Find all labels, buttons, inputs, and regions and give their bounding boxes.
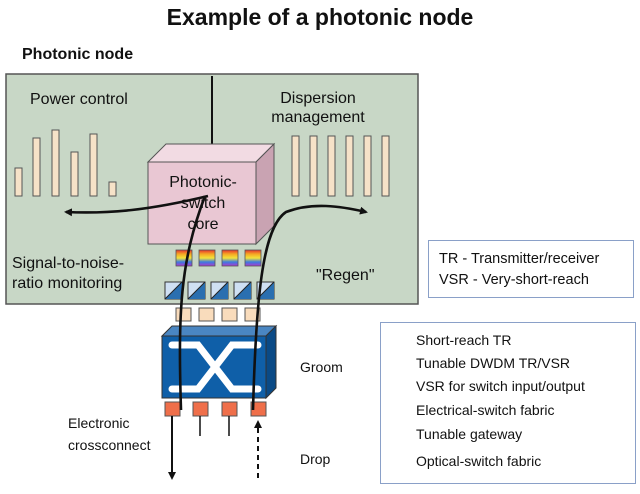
power-control-label: Power control — [30, 91, 128, 108]
dispersion-bars — [291, 135, 390, 197]
node-subtitle: Photonic node — [22, 46, 134, 63]
abbrev-vsr: VSR - Very-short-reach — [439, 272, 589, 288]
groom-label: Groom — [300, 359, 343, 375]
legend-item-optical-switch: Optical-switch fabric — [391, 450, 541, 472]
abbreviations-box: TR - Transmitter/receiver VSR - Very-sho… — [428, 240, 634, 298]
abbrev-tr: TR - Transmitter/receiver — [439, 251, 600, 267]
ecc-label-line2: crossconnect — [68, 437, 151, 453]
arrow-right — [251, 204, 368, 411]
drop-label: Drop — [300, 451, 331, 467]
snr-label-line2: ratio monitoring — [12, 275, 123, 292]
diagram-title: Example of a photonic node — [166, 4, 474, 30]
legend-item-electrical-switch: Electrical-switch fabric — [391, 399, 554, 421]
legend-item-tunable-dwdm: Tunable DWDM TR/VSR — [391, 352, 570, 374]
ecc-label-line1: Electronic — [68, 415, 130, 431]
photonic-switch-core — [146, 142, 276, 246]
crossconnect-x-icon — [168, 341, 262, 393]
power-control-bars — [14, 129, 117, 197]
legend-item-vsr: VSR for switch input/output — [391, 375, 585, 397]
core-label-line2: switch — [180, 195, 226, 212]
tunable-dwdm-row — [164, 281, 275, 300]
legend-label: Tunable gateway — [416, 426, 523, 442]
legend-label: Electrical-switch fabric — [416, 402, 555, 418]
legend-item-short-reach-tr: Short-reach TR — [391, 329, 511, 351]
core-label: Photonic- switch core — [158, 172, 248, 235]
legend-label: Tunable DWDM TR/VSR — [416, 355, 571, 371]
legend-box: Short-reach TR Tunable DWDM TR/VSR VSR f… — [380, 322, 636, 484]
legend-label: VSR for switch input/output — [416, 378, 585, 394]
legend-label: Short-reach TR — [416, 332, 512, 348]
path-down-left — [178, 195, 207, 411]
regen-label: "Regen" — [316, 267, 375, 284]
snr-label-line1: Signal-to-noise- — [12, 255, 125, 272]
dispersion-label-line1: Dispersion — [280, 90, 356, 107]
core-label-line1: Photonic- — [169, 174, 237, 191]
core-label-line3: core — [187, 216, 219, 233]
dispersion-label-line2: management — [271, 109, 365, 126]
legend-item-tunable-gateway: Tunable gateway — [391, 423, 522, 445]
vsr-row — [175, 307, 261, 322]
legend-label: Optical-switch fabric — [416, 453, 542, 469]
arrow-left — [64, 194, 209, 217]
